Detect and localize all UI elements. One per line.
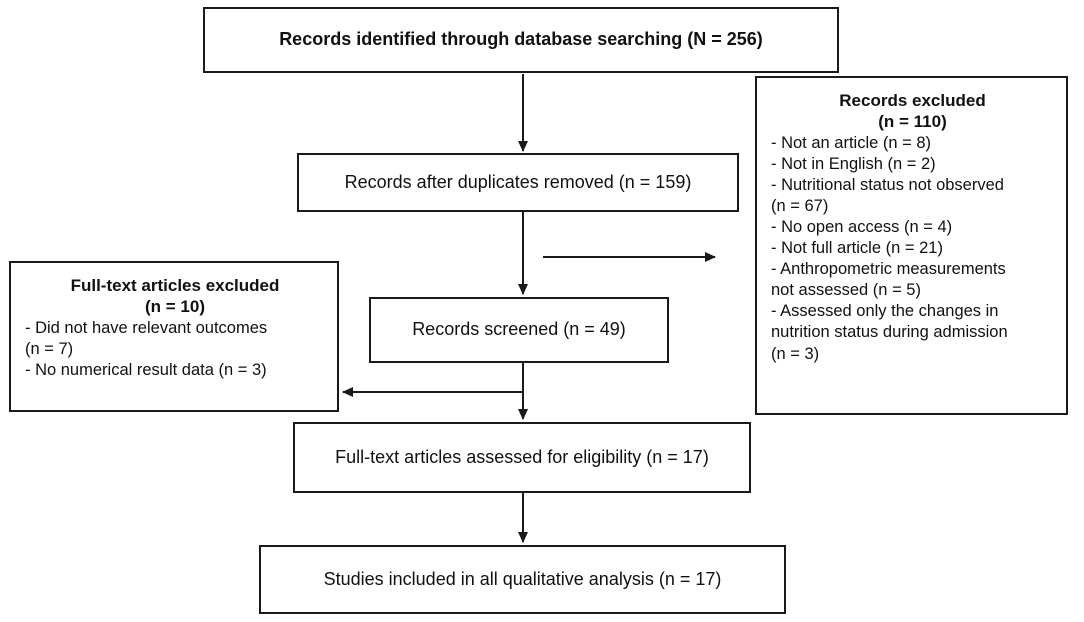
- records-excluded-item: - Not an article (n = 8): [771, 133, 932, 152]
- fulltext-excluded-item: - Did not have relevant outcomes (n = 7): [25, 318, 268, 358]
- records-excluded-item: - Not full article (n = 21): [771, 239, 943, 258]
- records-excluded-item: - No open access (n = 4): [771, 217, 953, 236]
- after-duplicates-box: Records after duplicates removed (n = 15…: [297, 153, 739, 212]
- fulltext-excluded-count: (n = 10): [145, 297, 205, 317]
- after-duplicates-text: Records after duplicates removed (n = 15…: [344, 171, 692, 192]
- records-excluded-item: - Anthropometric measurements not assess…: [771, 260, 1006, 300]
- records-excluded-item: - Assessed only the changes in nutrition…: [771, 302, 1008, 363]
- assessed-text: Full-text articles assessed for eligibil…: [335, 446, 709, 467]
- records-excluded-item: - Nutritional status not observed (n = 6…: [771, 175, 1004, 215]
- fulltext-excluded-title: Full-text articles excluded: [70, 276, 280, 295]
- screened-box: Records screened (n = 49): [369, 297, 669, 363]
- included-text: Studies included in all qualitative anal…: [323, 568, 722, 589]
- identified-box: Records identified through database sear…: [203, 7, 839, 73]
- records-excluded-box: Records excluded (n = 110) - Not an arti…: [755, 76, 1068, 415]
- assessed-box: Full-text articles assessed for eligibil…: [293, 422, 751, 493]
- identified-text: Records identified through database sear…: [279, 29, 763, 50]
- included-box: Studies included in all qualitative anal…: [259, 545, 786, 614]
- records-excluded-count: (n = 110): [878, 112, 947, 132]
- records-excluded-title: Records excluded: [839, 91, 986, 110]
- screened-text: Records screened (n = 49): [412, 319, 626, 340]
- fulltext-excluded-box: Full-text articles excluded (n = 10) - D…: [9, 261, 339, 412]
- records-excluded-item: - Not in English (n = 2): [771, 154, 936, 173]
- fulltext-excluded-item: - No numerical result data (n = 3): [25, 360, 267, 379]
